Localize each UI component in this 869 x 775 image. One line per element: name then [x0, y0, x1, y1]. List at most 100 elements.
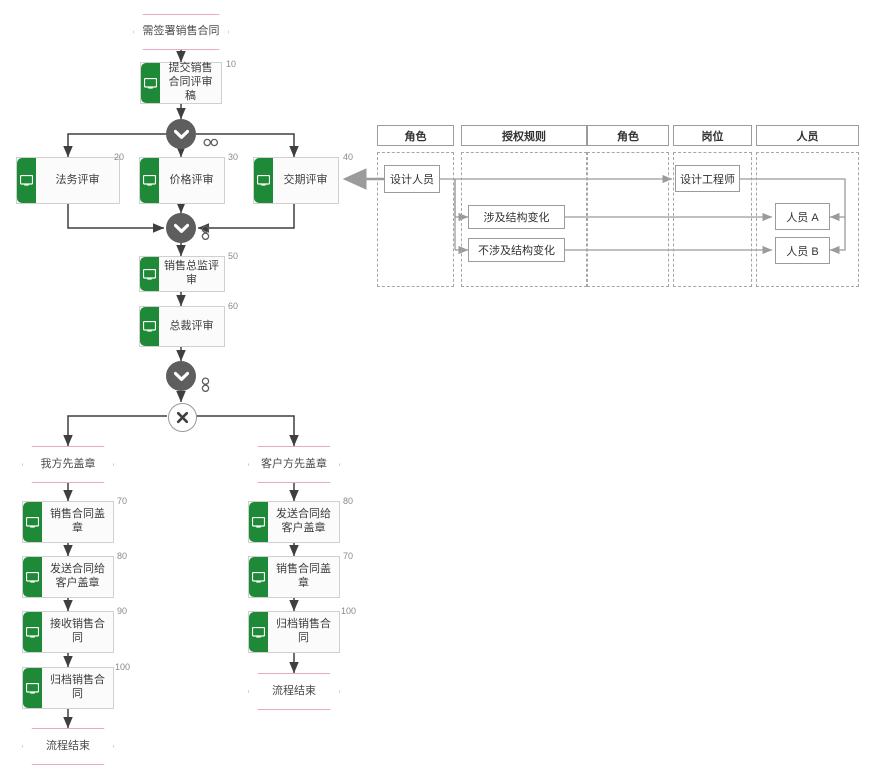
- node-person-a[interactable]: 人员 A: [775, 203, 830, 230]
- lane-position: [673, 152, 752, 287]
- monitor-icon: [140, 257, 159, 291]
- gateway-parallel-join[interactable]: [166, 213, 196, 243]
- task-40[interactable]: 交期评审: [253, 157, 339, 204]
- column-header-person: 人员: [756, 125, 859, 146]
- task-90-left-seq: 90: [117, 606, 128, 616]
- task-40-label: 交期评审: [283, 173, 328, 186]
- gateway-parallel-split[interactable]: [166, 119, 196, 149]
- end-event-left[interactable]: 流程结束: [22, 728, 114, 765]
- chevron-down-icon: [173, 371, 189, 381]
- x-icon: [176, 411, 189, 424]
- task-50-seq: 50: [228, 251, 239, 261]
- task-80-left-label: 发送合同给客户盖章: [50, 563, 105, 589]
- task-20-seq: 20: [114, 152, 125, 162]
- task-70-left[interactable]: 销售合同盖章: [22, 501, 114, 543]
- task-60-seq: 60: [228, 301, 239, 311]
- chain-vertical-icon: [201, 377, 210, 398]
- branch-event-label: 客户方先盖章: [261, 457, 327, 470]
- monitor-icon: [254, 158, 273, 203]
- task-30-label: 价格评审: [169, 173, 214, 186]
- monitor-icon: [23, 502, 42, 542]
- task-50[interactable]: 销售总监评审: [139, 256, 225, 292]
- task-10-seq: 10: [226, 59, 237, 69]
- end-event-label: 流程结束: [46, 739, 90, 752]
- task-100-left-label: 归档销售合同: [50, 674, 105, 700]
- start-event-label: 需签署销售合同: [142, 25, 220, 38]
- task-80-left[interactable]: 发送合同给客户盖章: [22, 556, 114, 598]
- column-header-position: 岗位: [673, 125, 752, 146]
- gateway-exclusive[interactable]: [168, 403, 197, 432]
- end-event-label: 流程结束: [272, 684, 316, 697]
- chevron-down-icon: [173, 129, 189, 139]
- node-rule-no-structural-change[interactable]: 不涉及结构变化: [468, 238, 565, 262]
- task-20-label: 法务评审: [55, 173, 100, 186]
- task-10[interactable]: 提交销售合同评审稿: [140, 62, 222, 104]
- node-person-b[interactable]: 人员 B: [775, 237, 830, 264]
- column-header-label: 岗位: [701, 130, 724, 143]
- lane-role-1: [377, 152, 454, 287]
- task-100-right[interactable]: 归档销售合同: [248, 611, 340, 653]
- node-label: 设计工程师: [680, 173, 735, 186]
- monitor-icon: [17, 158, 36, 203]
- task-70-right[interactable]: 销售合同盖章: [248, 556, 340, 598]
- task-90-left[interactable]: 接收销售合同: [22, 611, 114, 653]
- task-100-right-label: 归档销售合同: [276, 618, 331, 644]
- task-100-right-seq: 100: [341, 606, 357, 616]
- task-80-right[interactable]: 发送合同给客户盖章: [248, 501, 340, 543]
- task-70-right-seq: 70: [343, 551, 354, 561]
- lane-auth-rule: [461, 152, 587, 287]
- monitor-icon: [249, 557, 268, 597]
- column-header-label: 角色: [617, 130, 639, 143]
- monitor-icon: [140, 307, 159, 346]
- chevron-down-icon: [173, 223, 189, 233]
- monitor-icon: [249, 612, 268, 652]
- column-header-label: 角色: [404, 130, 427, 143]
- start-event[interactable]: 需签署销售合同: [133, 14, 229, 50]
- branch-event-customer-seal-first[interactable]: 客户方先盖章: [248, 446, 340, 483]
- task-100-left-seq: 100: [115, 662, 131, 672]
- task-70-right-label: 销售合同盖章: [276, 563, 331, 589]
- task-80-right-seq: 80: [343, 496, 354, 506]
- task-90-left-label: 接收销售合同: [50, 618, 105, 644]
- column-header-auth-rule: 授权规则: [461, 125, 587, 146]
- column-header-role-1: 角色: [377, 125, 454, 146]
- task-70-left-label: 销售合同盖章: [50, 508, 105, 534]
- node-rule-structural-change[interactable]: 涉及结构变化: [468, 205, 565, 229]
- branch-event-our-seal-first[interactable]: 我方先盖章: [22, 446, 114, 483]
- monitor-icon: [141, 63, 160, 103]
- monitor-icon: [140, 158, 159, 203]
- task-80-left-seq: 80: [117, 551, 128, 561]
- task-10-label: 提交销售合同评审稿: [168, 62, 213, 102]
- task-50-label: 销售总监评审: [164, 260, 219, 286]
- end-event-right[interactable]: 流程结束: [248, 673, 340, 710]
- column-header-label: 授权规则: [502, 130, 546, 143]
- node-label: 人员 B: [786, 245, 819, 258]
- lane-person: [756, 152, 859, 287]
- task-30[interactable]: 价格评审: [139, 157, 225, 204]
- branch-event-label: 我方先盖章: [40, 457, 96, 470]
- column-header-label: 人员: [796, 130, 819, 143]
- node-label: 不涉及结构变化: [478, 245, 555, 257]
- task-20[interactable]: 法务评审: [16, 157, 120, 204]
- lane-role-2: [587, 152, 669, 287]
- monitor-icon: [23, 557, 42, 597]
- node-role-designer[interactable]: 设计人员: [384, 165, 440, 193]
- chain-horizontal-icon: [203, 134, 219, 152]
- node-label: 涉及结构变化: [483, 212, 550, 224]
- gateway-parallel-join-2[interactable]: [166, 361, 196, 391]
- node-label: 设计人员: [390, 174, 434, 186]
- node-label: 人员 A: [786, 211, 819, 224]
- monitor-icon: [23, 668, 42, 708]
- node-position-design-engineer[interactable]: 设计工程师: [675, 165, 740, 192]
- task-100-left[interactable]: 归档销售合同: [22, 667, 114, 709]
- task-60-label: 总裁评审: [169, 319, 214, 332]
- task-70-left-seq: 70: [117, 496, 128, 506]
- chain-vertical-icon: [201, 225, 210, 246]
- task-60[interactable]: 总裁评审: [139, 306, 225, 347]
- task-40-seq: 40: [343, 152, 354, 162]
- monitor-icon: [23, 612, 42, 652]
- task-80-right-label: 发送合同给客户盖章: [276, 508, 331, 534]
